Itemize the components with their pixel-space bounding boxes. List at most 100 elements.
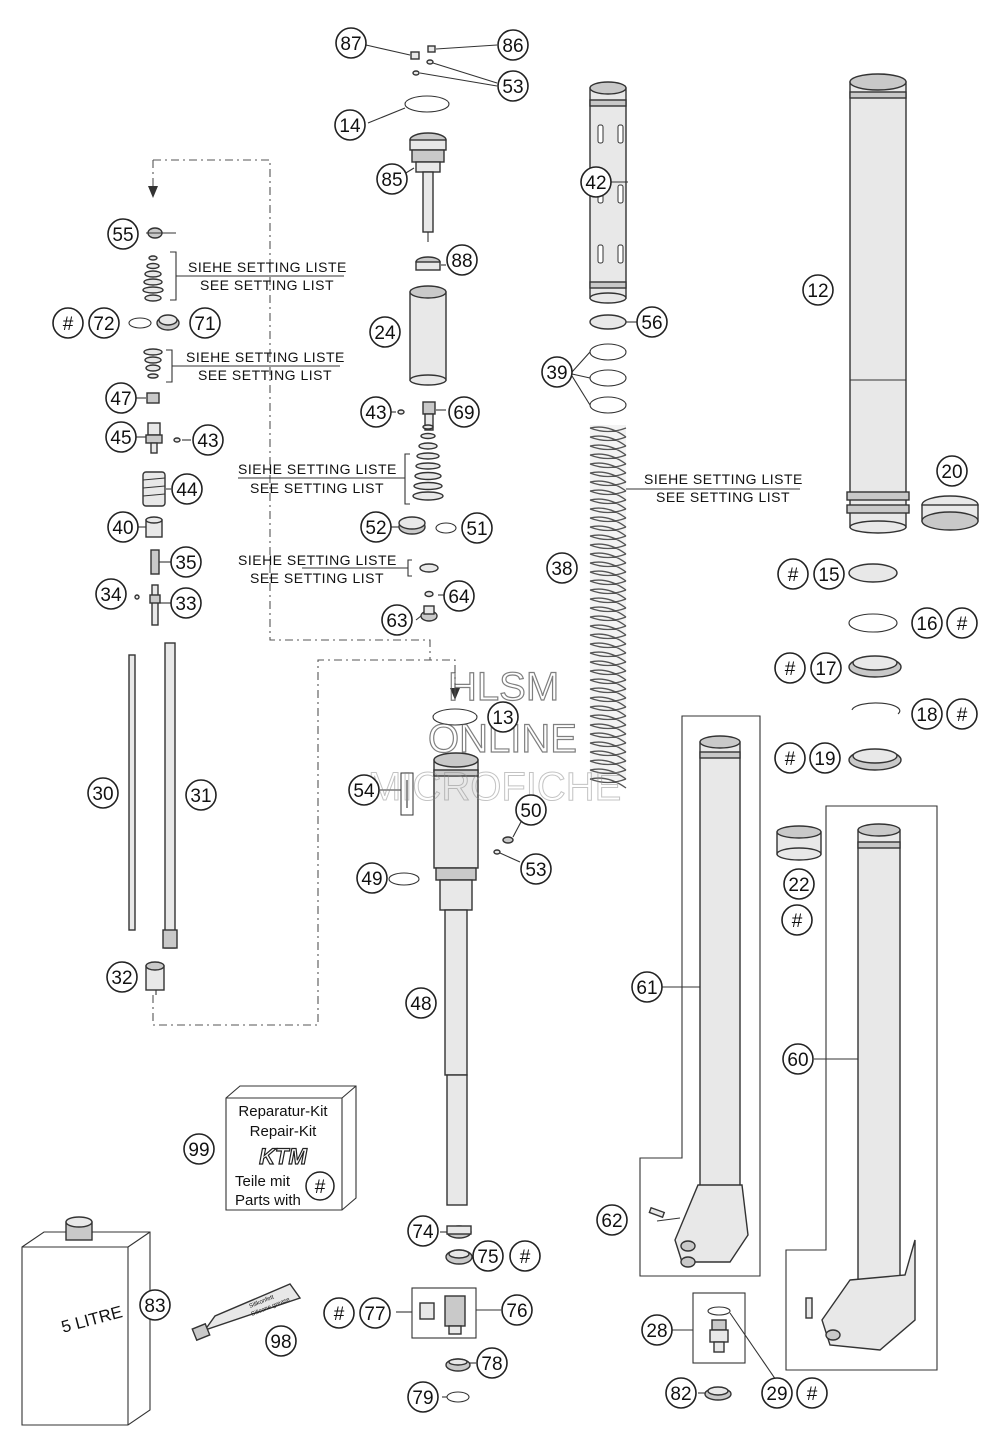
callout-text: 19 — [814, 749, 835, 770]
callout-circle — [946, 607, 978, 639]
callout-text: 62 — [601, 1211, 622, 1232]
callout-circle — [631, 971, 663, 1003]
callout-c98: 98 — [265, 1325, 297, 1357]
callout-circle — [809, 742, 841, 774]
callout-text: 75 — [477, 1247, 498, 1268]
callout-circle — [334, 109, 366, 141]
cartridge-tube-24 — [409, 285, 447, 386]
callout-circle — [335, 27, 367, 59]
callout-circle — [774, 652, 806, 684]
callout-circle — [802, 274, 834, 306]
callout-text: 87 — [340, 34, 361, 55]
callout-circle — [777, 558, 809, 590]
callout-text: 13 — [492, 708, 513, 729]
note-5-en: SEE SETTING LIST — [656, 489, 790, 505]
inner-tube-60 — [785, 805, 938, 1371]
callout-text: 24 — [374, 323, 396, 344]
callout-text: 47 — [110, 389, 131, 410]
watermark-line3: MICROFICHE — [368, 765, 621, 809]
callout-text: 79 — [412, 1388, 433, 1409]
callout-circle — [52, 307, 84, 339]
callout-c47: 47 — [105, 382, 137, 414]
callout-c15: 15 — [813, 558, 845, 590]
callout-c56: 56 — [636, 306, 668, 338]
bleeder-28 — [672, 1292, 777, 1401]
callout-c14: 14 — [334, 109, 366, 141]
callout-text: # — [957, 614, 968, 635]
callout-text: 20 — [941, 462, 962, 483]
callout-text: # — [520, 1247, 531, 1268]
callout-text: 43 — [365, 403, 386, 424]
callout-circle — [446, 244, 478, 276]
oil-can-label: 5 LITRE — [59, 1302, 124, 1336]
note-4-en: SEE SETTING LIST — [250, 570, 384, 586]
callout-c19: 19 — [809, 742, 841, 774]
callout-c15h: # — [777, 558, 809, 590]
callout-c29: 29 — [761, 1377, 793, 1409]
bushings-15-19 — [848, 563, 902, 771]
callout-c75h: # — [509, 1240, 541, 1272]
callout-circle — [139, 1289, 171, 1321]
callout-text: 39 — [546, 363, 567, 384]
callout-c34: 34 — [95, 578, 127, 610]
callout-c72h: # — [52, 307, 84, 339]
callout-text: 61 — [636, 978, 657, 999]
callout-text: 82 — [670, 1384, 691, 1405]
repair-kit-box: Reparatur-Kit Repair-Kit KTM Teile mit P… — [225, 1085, 357, 1211]
callout-c99: 99 — [183, 1133, 215, 1165]
callout-text: 49 — [361, 869, 382, 890]
callout-text: 30 — [92, 784, 113, 805]
o-ring-14 — [404, 95, 450, 113]
callout-c62: 62 — [596, 1204, 628, 1236]
callout-text: 78 — [481, 1354, 502, 1375]
callout-circle — [911, 698, 943, 730]
callout-circle — [810, 652, 842, 684]
callout-circle — [170, 546, 202, 578]
callout-circle — [774, 742, 806, 774]
callout-text: 40 — [112, 518, 133, 539]
callout-circle — [348, 774, 380, 806]
callout-circle — [185, 779, 217, 811]
callout-c82: 82 — [665, 1377, 697, 1409]
callout-circle — [476, 1347, 508, 1379]
callout-circle — [497, 70, 529, 102]
note-5-de: SIEHE SETTING LISTE — [644, 471, 803, 487]
callout-text: 60 — [787, 1050, 808, 1071]
piston-52 — [398, 516, 457, 535]
callout-text: # — [792, 911, 803, 932]
top-small-parts — [365, 44, 498, 87]
outer-tube-12 — [846, 73, 910, 534]
callout-c78: 78 — [476, 1347, 508, 1379]
callout-c63: 63 — [381, 604, 413, 636]
callout-c43b: 43 — [192, 424, 224, 456]
callout-c69: 69 — [448, 396, 480, 428]
callout-text: 43 — [197, 431, 218, 452]
callout-circle — [265, 1325, 297, 1357]
note-3-en: SEE SETTING LIST — [250, 480, 384, 496]
callout-c48: 48 — [405, 987, 437, 1019]
callout-circle — [783, 868, 815, 900]
callout-circle — [88, 307, 120, 339]
callout-circle — [461, 512, 493, 544]
note-2-en: SEE SETTING LIST — [198, 367, 332, 383]
callout-text: # — [957, 705, 968, 726]
callout-text: # — [785, 749, 796, 770]
callout-c45: 45 — [105, 421, 137, 453]
callout-c18: 18 — [911, 698, 943, 730]
note-1-en: SEE SETTING LIST — [200, 277, 334, 293]
setting-notes: SIEHE SETTING LISTE SEE SETTING LIST SIE… — [186, 259, 803, 586]
callout-c16h: # — [946, 607, 978, 639]
callout-circle — [497, 29, 529, 61]
grease-tube: Silikonfett Silicone grease — [191, 1283, 302, 1342]
callout-circle — [443, 580, 475, 612]
callout-circle — [170, 587, 202, 619]
bushing-22 — [776, 825, 822, 861]
callout-circle — [407, 1381, 439, 1413]
ktm-logo: KTM — [259, 1144, 307, 1169]
callout-c52: 52 — [360, 511, 392, 543]
callout-c87: 87 — [335, 27, 367, 59]
watermark: HLSM ONLINE MICROFICHE — [368, 664, 622, 809]
callout-c64: 64 — [443, 580, 475, 612]
shim-stack-center — [238, 424, 444, 505]
callout-c76: 76 — [501, 1294, 533, 1326]
